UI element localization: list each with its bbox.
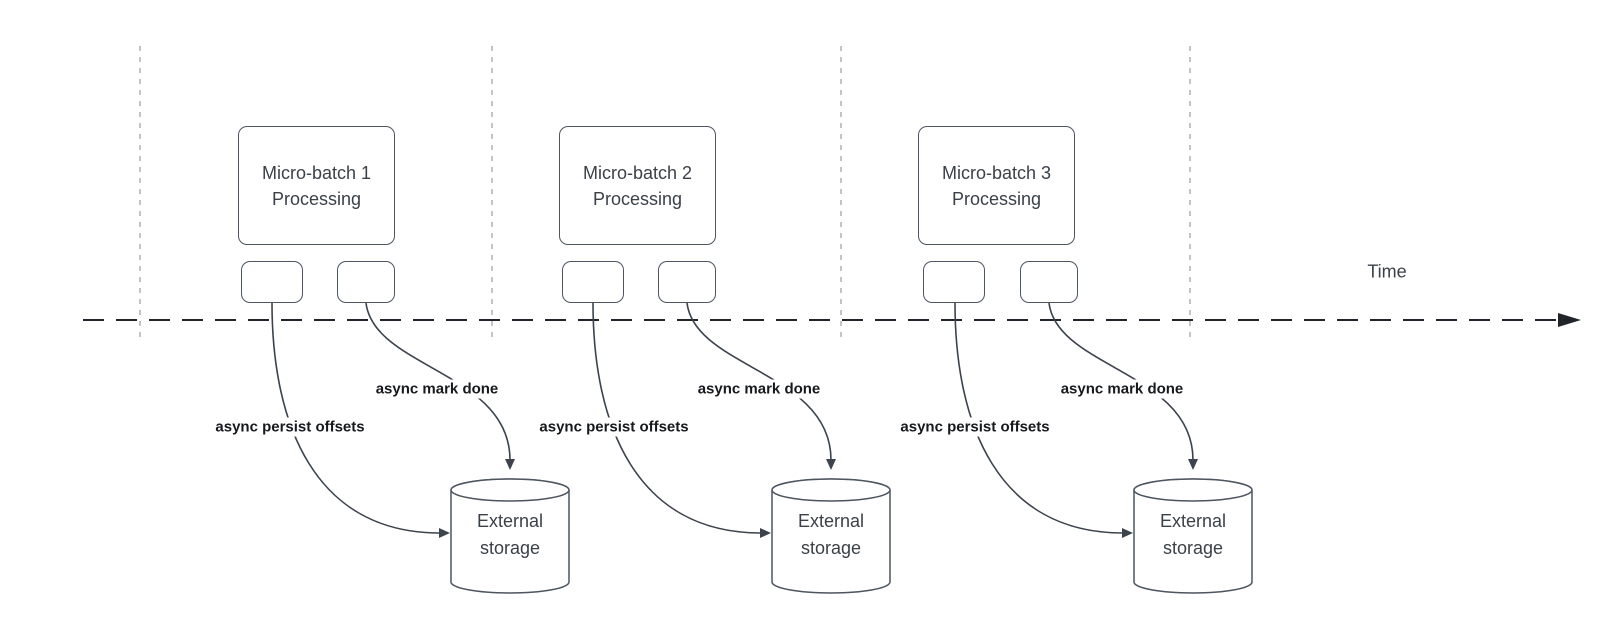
storage-label-line2: storage [1162,538,1224,558]
storage-cylinder-top [771,478,891,502]
mark-done-arrow [686,302,836,470]
microbatch-3-external-storage-label: External storage [1160,508,1226,562]
microbatch-3-done-task-box [1020,261,1078,303]
microbatch-3-title-line2: Processing [951,188,1042,209]
batch-1-flow-group [271,302,570,594]
microbatch-1-title-line2: Processing [271,188,362,209]
microbatch-2-title-line2: Processing [592,188,683,209]
storage-cylinder-top [1133,478,1253,502]
microbatch-2-title-line1: Micro-batch 2 [582,162,693,183]
storage-label-line1: External [1159,511,1227,531]
microbatch-1-processing-box: Micro-batch 1 Processing [238,126,395,245]
batch-3-flow-group [954,302,1253,594]
time-axis-label: Time [1367,261,1407,282]
microbatch-3-title-line1: Micro-batch 3 [941,162,1052,183]
storage-label-line2: storage [479,538,541,558]
storage-cylinder-top [450,478,570,502]
microbatch-3-mark-done-label: async mark done [1056,379,1188,399]
microbatch-3-persist-offsets-label: async persist offsets [896,417,1054,437]
microbatch-1-done-task-box [337,261,395,303]
microbatch-1-external-storage-label: External storage [477,508,543,562]
mark-done-arrow [1048,302,1198,470]
microbatch-1-title-line1: Micro-batch 1 [261,162,372,183]
persist-offsets-arrow [592,302,771,538]
time-axis-arrowhead-icon [1558,313,1581,327]
storage-label-line1: External [476,511,544,531]
microbatch-2-offset-task-box [562,261,624,303]
microbatch-3-processing-box: Micro-batch 3 Processing [918,126,1075,245]
microbatch-1-mark-done-label: async mark done [371,379,503,399]
microbatch-3-offset-task-box [923,261,985,303]
microbatch-2-external-storage-label: External storage [798,508,864,562]
persist-offsets-arrow [954,302,1133,538]
microbatch-2-done-task-box [658,261,716,303]
storage-label-line2: storage [800,538,862,558]
batch-2-flow-group [592,302,891,594]
storage-label-line1: External [797,511,865,531]
persist-offsets-arrow [271,302,450,538]
microbatch-1-offset-task-box [241,261,303,303]
microbatch-1-persist-offsets-label: async persist offsets [211,417,369,437]
microbatch-2-mark-done-label: async mark done [693,379,825,399]
microbatch-2-processing-box: Micro-batch 2 Processing [559,126,716,245]
microbatch-2-persist-offsets-label: async persist offsets [535,417,693,437]
mark-done-arrow [365,302,515,470]
